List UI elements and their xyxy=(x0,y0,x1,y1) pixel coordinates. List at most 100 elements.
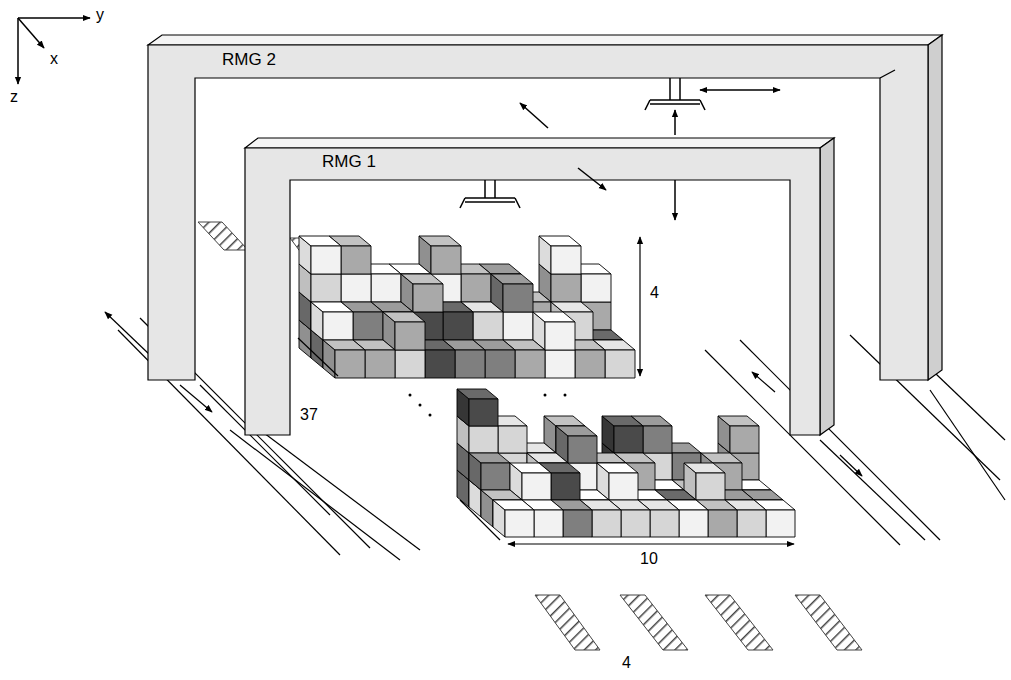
spreader-cable xyxy=(679,78,681,100)
continuation-dots xyxy=(409,394,567,417)
container-front xyxy=(395,350,425,378)
travel-arrow xyxy=(105,312,150,355)
crane-name: RMG 2 xyxy=(222,50,276,70)
container-front xyxy=(568,436,597,463)
dimension-label: 10 xyxy=(640,550,658,568)
dot xyxy=(419,404,422,407)
gantry-side xyxy=(820,138,834,435)
container-stacks xyxy=(299,236,795,537)
container-front xyxy=(443,312,473,340)
container-top xyxy=(491,274,533,284)
container-front xyxy=(469,399,498,426)
container-top xyxy=(556,426,597,436)
container-front xyxy=(766,510,795,537)
container-front xyxy=(575,350,605,378)
hatched-area xyxy=(795,595,862,650)
rail-line xyxy=(230,430,400,560)
z-axis xyxy=(17,18,19,84)
container-front xyxy=(522,473,551,500)
container-top xyxy=(311,302,353,312)
container-front xyxy=(461,274,491,302)
container-front xyxy=(341,246,371,274)
dimension-label: 4 xyxy=(622,654,631,672)
spreader xyxy=(700,100,705,110)
container-front xyxy=(455,350,485,378)
container-front xyxy=(323,312,353,340)
container-front xyxy=(481,463,510,490)
container-front xyxy=(551,246,581,274)
spreader xyxy=(465,197,515,199)
container-top xyxy=(383,312,425,322)
container-front xyxy=(431,246,461,274)
travel-arrow xyxy=(840,455,862,476)
hatched-area xyxy=(198,222,248,250)
x-axis xyxy=(18,18,44,48)
container-front xyxy=(643,426,672,453)
hoist-arrow xyxy=(674,110,676,135)
dot xyxy=(544,394,547,397)
container-front xyxy=(515,350,545,378)
spreader xyxy=(460,198,465,208)
container-front xyxy=(413,284,443,312)
container-front xyxy=(605,350,635,378)
spreader xyxy=(465,201,515,203)
container-front xyxy=(545,322,575,350)
container-front xyxy=(503,312,533,340)
rail-line xyxy=(820,440,925,540)
container-front xyxy=(341,274,371,302)
width-dimension xyxy=(508,543,794,544)
container-top xyxy=(602,416,643,426)
container-front xyxy=(335,350,365,378)
container-front xyxy=(581,274,611,302)
container-top xyxy=(551,302,593,312)
trolley-rmg2 xyxy=(520,78,780,135)
container-front xyxy=(551,274,581,302)
container-top xyxy=(481,490,522,500)
container-front xyxy=(730,426,759,453)
rail-line xyxy=(260,430,420,550)
travel-arrow xyxy=(752,372,775,392)
gantry-rmg1 xyxy=(245,138,834,435)
axis-label: z xyxy=(10,88,18,106)
container-front xyxy=(551,473,580,500)
dot xyxy=(409,394,412,397)
spreader xyxy=(650,103,700,105)
dot xyxy=(564,394,567,397)
container-top xyxy=(544,416,585,426)
container-front xyxy=(503,284,533,312)
rail-line xyxy=(930,390,1005,500)
container-front xyxy=(614,426,643,453)
container-front xyxy=(621,510,650,537)
container-top xyxy=(457,389,498,399)
axes xyxy=(18,18,90,84)
axis-label: y xyxy=(96,6,104,24)
container-top xyxy=(684,463,725,473)
spreader-cable xyxy=(484,180,486,198)
travel-arrow xyxy=(180,385,212,412)
container-top xyxy=(527,453,568,463)
gantry-top xyxy=(148,35,942,45)
spreader xyxy=(650,99,700,101)
trolley-arrow xyxy=(700,89,780,91)
container-front xyxy=(737,510,766,537)
container-front xyxy=(353,312,383,340)
spreader xyxy=(515,198,520,208)
spreader xyxy=(645,100,650,110)
container-front xyxy=(679,510,708,537)
container-top xyxy=(323,340,365,350)
gantry-arrow xyxy=(520,103,548,128)
hatched-area xyxy=(620,595,688,650)
container-top xyxy=(419,236,461,246)
container-front xyxy=(311,246,341,274)
y-axis xyxy=(18,17,90,19)
spreader-cable xyxy=(494,180,496,198)
container-front xyxy=(473,312,503,340)
gantry-frame xyxy=(245,148,820,435)
hatched-area xyxy=(535,595,600,650)
rails xyxy=(105,312,1005,560)
gantry-arrow xyxy=(578,168,606,190)
container-top xyxy=(539,236,581,246)
hatched-area xyxy=(705,595,773,650)
trolley-rmg1 xyxy=(460,168,675,220)
